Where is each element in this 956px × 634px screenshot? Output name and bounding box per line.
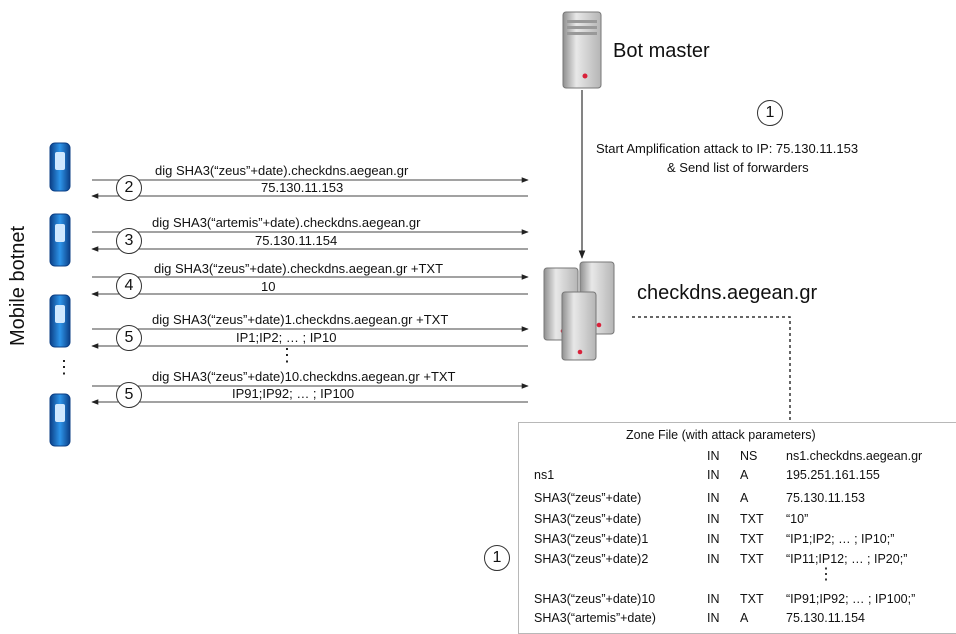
step1-text-line2: & Send list of forwarders	[667, 160, 809, 175]
zone-cell: “10”	[786, 512, 809, 526]
dns-query-text: dig SHA3(“zeus”+date)1.checkdns.aegean.g…	[152, 312, 449, 327]
zone-rows-ellipsis: ⋮	[818, 566, 834, 583]
phone-icon	[49, 142, 71, 192]
zone-cell: “IP91;IP92; … ; IP100;”	[786, 592, 916, 606]
zone-cell: 195.251.161.155	[786, 468, 880, 482]
zone-cell: 75.130.11.153	[786, 491, 866, 505]
zone-cell: IN	[707, 512, 720, 526]
dns-response-text: IP91;IP92; … ; IP100	[232, 386, 355, 401]
dns-response-text: 75.130.11.153	[261, 180, 344, 195]
zone-cell: TXT	[740, 532, 764, 546]
mobile-botnet-label: Mobile botnet	[7, 225, 29, 346]
step-number: 5	[116, 382, 142, 408]
query-arrows	[91, 177, 529, 405]
dns-query-text: dig SHA3(“zeus”+date).checkdns.aegean.gr	[155, 163, 409, 178]
zone-cell: IN	[707, 468, 720, 482]
zone-cell: IN	[707, 491, 720, 505]
phone-icon	[49, 294, 71, 348]
phones-ellipsis: ⋮	[55, 357, 73, 377]
zone-cell: A	[740, 491, 749, 505]
zone-header-cell: IN	[707, 449, 720, 463]
step-number: 1	[484, 545, 510, 571]
zone-file-title: Zone File (with attack parameters)	[626, 428, 816, 442]
zone-cell: “IP1;IP2; … ; IP10;”	[786, 532, 895, 546]
server-name-label: checkdns.aegean.gr	[637, 282, 818, 304]
zone-header-cell: NS	[740, 449, 758, 463]
dns-response-text: 10	[261, 279, 276, 294]
zone-cell: IN	[707, 611, 720, 625]
server-to-zone-connector	[632, 316, 791, 424]
dns-query-text: dig SHA3(“zeus”+date)10.checkdns.aegean.…	[152, 369, 456, 384]
checkdns-server-cluster-icon	[543, 261, 615, 361]
zone-cell: SHA3(“zeus”+date)2	[534, 552, 649, 566]
zone-header-cell: ns1.checkdns.aegean.gr	[786, 449, 923, 463]
zone-cell: SHA3(“zeus”+date)1	[534, 532, 649, 546]
zone-cell: IN	[707, 592, 720, 606]
step-number: 4	[116, 273, 142, 299]
dns-query-text: dig SHA3(“artemis”+date).checkdns.aegean…	[152, 215, 421, 230]
zone-cell: SHA3(“zeus”+date)	[534, 512, 642, 526]
step1-text-line1: Start Amplification attack to IP: 75.130…	[596, 141, 859, 156]
phone-icon	[49, 213, 71, 267]
bot-master-label: Bot master	[613, 40, 710, 62]
zone-cell: SHA3(“zeus”+date)10	[534, 592, 656, 606]
dns-query-text: dig SHA3(“zeus”+date).checkdns.aegean.gr…	[154, 261, 444, 276]
phone-icon	[49, 393, 71, 447]
zone-cell: TXT	[740, 592, 764, 606]
dns-response-text: IP1;IP2; … ; IP10	[236, 330, 337, 345]
zone-file-panel	[518, 422, 956, 634]
zone-cell: IN	[707, 552, 720, 566]
zone-cell: A	[740, 611, 749, 625]
queries-ellipsis: ⋮	[278, 345, 296, 365]
zone-cell: TXT	[740, 512, 764, 526]
bot-master-server-icon	[562, 11, 602, 89]
dns-response-text: 75.130.11.154	[255, 233, 338, 248]
zone-cell: A	[740, 468, 749, 482]
step-number: 5	[116, 325, 142, 351]
step-number: 1	[757, 100, 783, 126]
zone-cell: TXT	[740, 552, 764, 566]
zone-cell: “IP11;IP12; … ; IP20;”	[786, 552, 908, 566]
step-number: 2	[116, 175, 142, 201]
zone-cell: 75.130.11.154	[786, 611, 866, 625]
zone-cell: ns1	[534, 468, 555, 482]
zone-cell: SHA3(“artemis”+date)	[534, 611, 656, 625]
zone-cell: IN	[707, 532, 720, 546]
step-number: 3	[116, 228, 142, 254]
zone-cell: SHA3(“zeus”+date)	[534, 491, 642, 505]
